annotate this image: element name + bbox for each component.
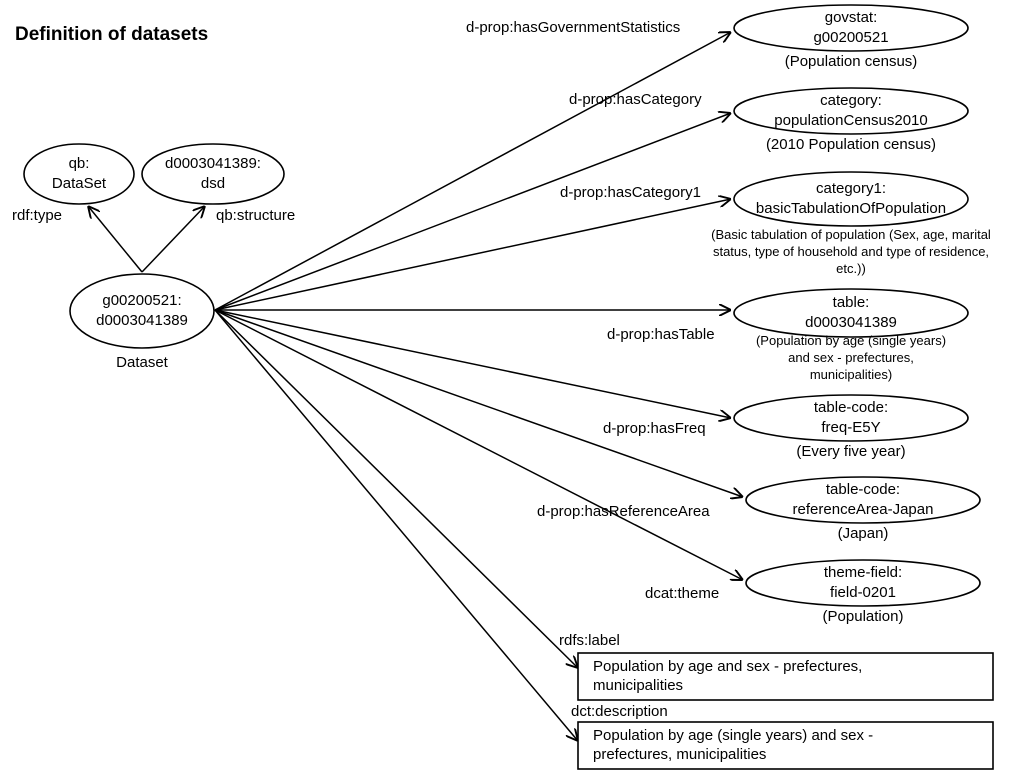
literal-label-text-line: municipalities bbox=[593, 677, 684, 694]
literal-description-text-line: prefectures, municipalities bbox=[593, 746, 767, 763]
node-category1-ellipse bbox=[733, 171, 969, 227]
center-node-caption: Dataset bbox=[116, 354, 168, 371]
node-table-caption-line: municipalities) bbox=[809, 367, 893, 382]
node-dsd-ellipse bbox=[141, 143, 285, 205]
edge-label bbox=[214, 309, 578, 668]
node-govstat-label-line: g00200521 bbox=[813, 29, 889, 46]
literal-description-text-line: Population by age (single years) and sex… bbox=[593, 727, 874, 744]
node-freq-label-line: table-code: bbox=[813, 399, 889, 416]
node-area-label-line: referenceArea-Japan bbox=[792, 501, 934, 518]
node-qb-dataset-ellipse bbox=[23, 143, 135, 205]
node-category-label-line: category: bbox=[820, 92, 882, 109]
node-area-label: table-code: referenceArea-Japan bbox=[793, 480, 934, 520]
edge-label-description: dct:description bbox=[571, 703, 668, 720]
edge-description bbox=[214, 309, 578, 741]
node-govstat-caption: (Population census) bbox=[785, 53, 918, 71]
edge-label-table: d-prop:hasTable bbox=[607, 326, 715, 343]
node-category1-label: category1: basicTabulationOfPopulation bbox=[756, 179, 946, 219]
edge-freq bbox=[214, 309, 731, 418]
edge-theme bbox=[214, 309, 743, 580]
center-node-label: g00200521: d0003041389 bbox=[96, 291, 188, 331]
node-category1-caption-line: etc.)) bbox=[836, 261, 866, 276]
node-area-caption: (Japan) bbox=[838, 525, 889, 543]
center-node-ellipse bbox=[69, 273, 215, 349]
center-node-label-line: d0003041389 bbox=[96, 312, 188, 329]
node-category-label-line: populationCensus2010 bbox=[774, 112, 928, 129]
node-category-caption: (2010 Population census) bbox=[766, 136, 936, 154]
node-category-label: category: populationCensus2010 bbox=[774, 91, 927, 131]
node-category1-caption-line: status, type of household and type of re… bbox=[712, 244, 990, 259]
node-govstat-caption-line: (Population census) bbox=[784, 53, 918, 70]
node-qb-dataset-label: qb: DataSet bbox=[52, 154, 106, 194]
literal-label-text: Population by age and sex - prefectures,… bbox=[593, 657, 862, 695]
node-dsd-label: d0003041389: dsd bbox=[165, 154, 261, 194]
node-qb-dataset-label-line: qb: bbox=[68, 155, 90, 172]
node-area-ellipse bbox=[745, 476, 981, 524]
edge-dsd bbox=[141, 206, 205, 273]
edge-label-label: rdfs:label bbox=[559, 632, 620, 649]
node-table-ellipse bbox=[733, 288, 969, 338]
literal-description-text: Population by age (single years) and sex… bbox=[593, 726, 873, 764]
node-govstat-label-line: govstat: bbox=[824, 9, 878, 26]
edge-label-theme: dcat:theme bbox=[645, 585, 720, 602]
node-category-caption-line: (2010 Population census) bbox=[765, 136, 937, 153]
edge-label-dsd: qb:structure bbox=[216, 207, 296, 224]
node-dsd-label-line: d0003041389: bbox=[165, 155, 261, 172]
literal-label-box bbox=[577, 652, 994, 701]
node-dsd-label-line: dsd bbox=[200, 175, 226, 192]
center-node-label-line: g00200521: bbox=[102, 292, 182, 309]
node-freq-ellipse bbox=[733, 394, 969, 442]
edge-govstat bbox=[214, 32, 731, 311]
node-qb-dataset-label-line: DataSet bbox=[51, 175, 107, 192]
node-table-label: table: d0003041389 bbox=[805, 293, 897, 333]
literal-description-box bbox=[577, 721, 994, 770]
node-govstat-ellipse bbox=[733, 4, 969, 52]
node-table-label-line: d0003041389 bbox=[805, 314, 897, 331]
node-theme-caption-line: (Population) bbox=[822, 608, 904, 625]
node-govstat-label: govstat: g00200521 bbox=[813, 8, 888, 48]
edge-category1 bbox=[214, 199, 731, 311]
node-theme-label-line: theme-field: bbox=[823, 564, 903, 581]
edge-label-category1: d-prop:hasCategory1 bbox=[560, 184, 701, 201]
node-table-caption: (Population by age (single years) and sex… bbox=[756, 332, 946, 383]
node-table-caption-line: (Population by age (single years) bbox=[755, 333, 947, 348]
node-freq-caption-line: (Every five year) bbox=[796, 443, 906, 460]
edges bbox=[88, 32, 743, 741]
diagram-title: Definition of datasets bbox=[15, 24, 209, 45]
node-theme-label: theme-field: field-0201 bbox=[824, 563, 902, 603]
node-theme-label-line: field-0201 bbox=[830, 584, 896, 601]
node-theme-ellipse bbox=[745, 559, 981, 607]
node-category1-label-line: category1: bbox=[815, 180, 887, 197]
shapes bbox=[23, 4, 994, 770]
node-theme-caption: (Population) bbox=[823, 608, 904, 626]
node-table-label-line: table: bbox=[832, 294, 870, 311]
edge-qb-dataset bbox=[88, 206, 143, 273]
edge-label-area: d-prop:hasReferenceArea bbox=[537, 503, 710, 520]
edge-label-govstat: d-prop:hasGovernmentStatistics bbox=[466, 19, 681, 36]
edge-label-category: d-prop:hasCategory bbox=[569, 91, 702, 108]
node-category1-caption-line: (Basic tabulation of population (Sex, ag… bbox=[711, 227, 991, 242]
node-table-caption-line: and sex - prefectures, bbox=[788, 350, 914, 365]
node-freq-label-line: freq-E5Y bbox=[821, 419, 881, 436]
node-freq-caption: (Every five year) bbox=[796, 443, 905, 461]
node-category1-caption: (Basic tabulation of population (Sex, ag… bbox=[711, 226, 991, 277]
edge-category bbox=[214, 113, 731, 311]
node-category1-label-line: basicTabulationOfPopulation bbox=[755, 200, 947, 217]
node-category-ellipse bbox=[733, 87, 969, 135]
edge-label-qb-dataset: rdf:type bbox=[12, 207, 63, 224]
edge-label-freq: d-prop:hasFreq bbox=[603, 420, 706, 437]
node-area-caption-line: (Japan) bbox=[837, 525, 889, 542]
node-freq-label: table-code: freq-E5Y bbox=[814, 398, 888, 438]
literal-label-text-line: Population by age and sex - prefectures, bbox=[593, 658, 863, 675]
edge-area bbox=[214, 309, 743, 497]
node-area-label-line: table-code: bbox=[825, 481, 901, 498]
